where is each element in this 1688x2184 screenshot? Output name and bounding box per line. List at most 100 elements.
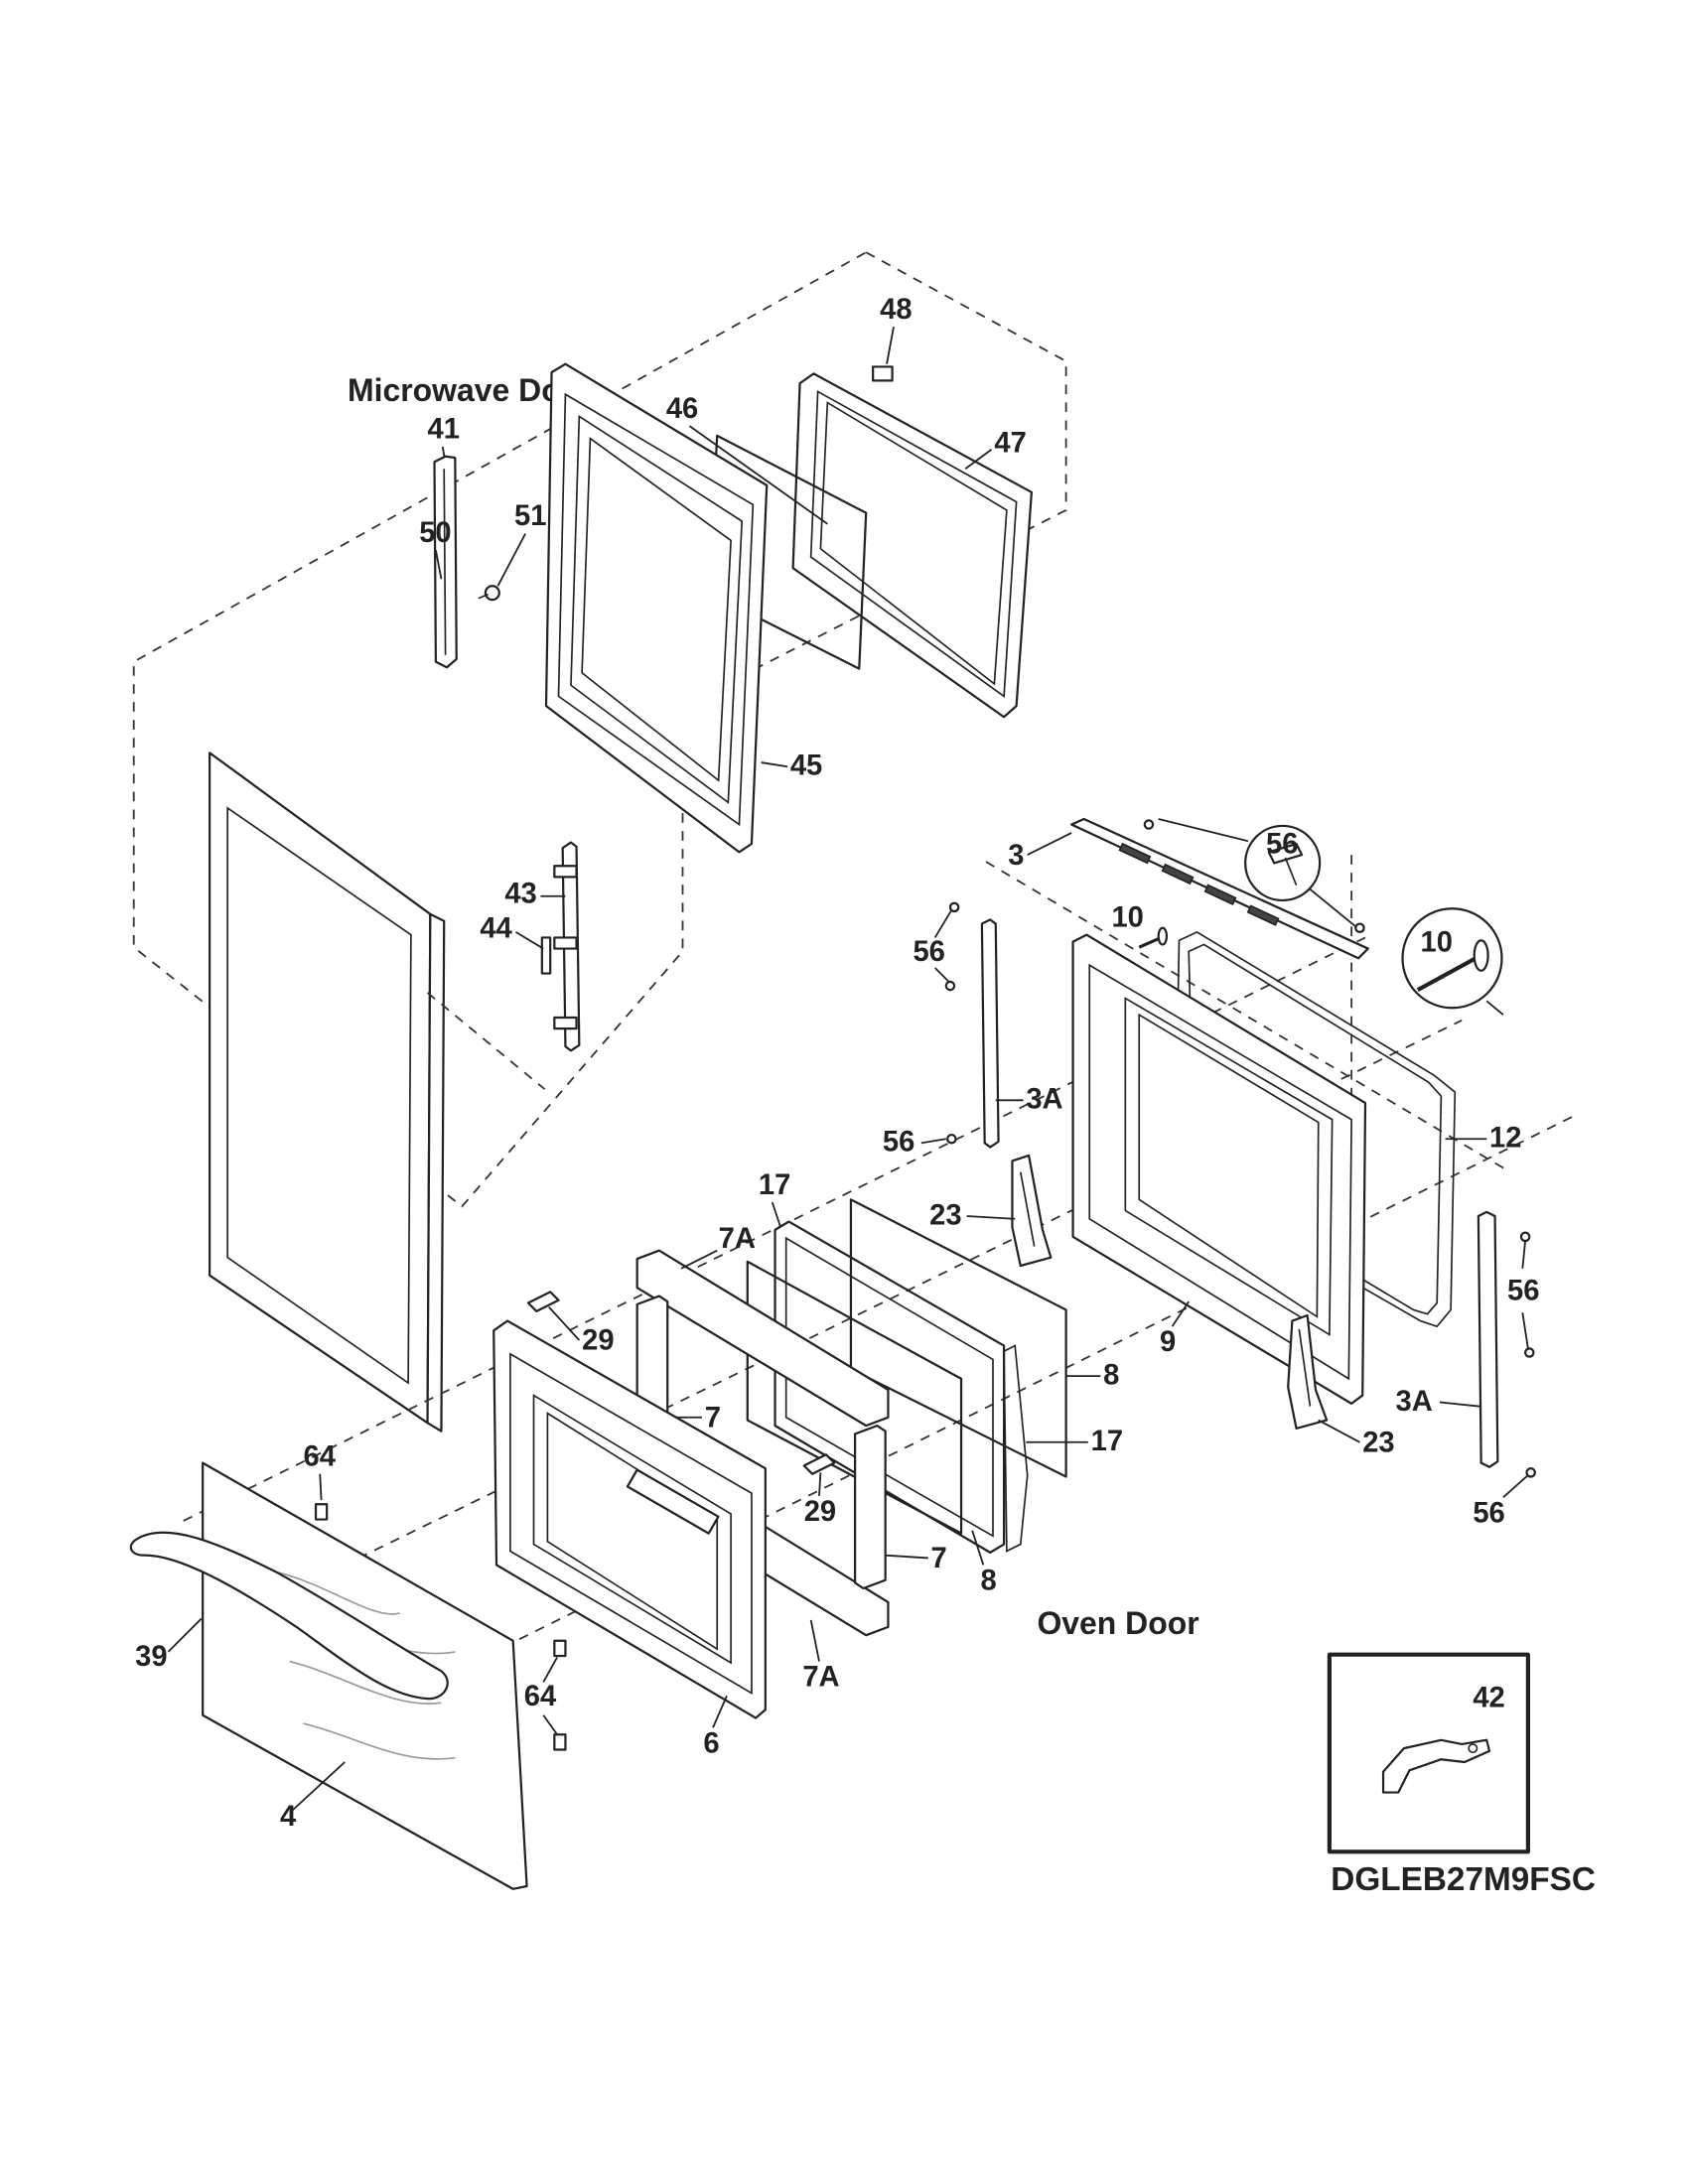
leader-29-upper: [548, 1306, 580, 1341]
part-29-spacer-upper: [526, 1291, 560, 1312]
screw-56-left-mid2: [946, 1133, 957, 1145]
part-64-bumper-lower-a: [553, 1639, 567, 1658]
assembly-axis-4: [985, 861, 1511, 1173]
leader-17-upper: [771, 1201, 781, 1228]
screw-56-top-a: [1143, 819, 1155, 830]
leader-47: [964, 449, 993, 470]
screw-56-left-top: [948, 901, 960, 913]
part-44-latch-spring: [540, 936, 552, 975]
part-8-glass-upper: [849, 1198, 1067, 1478]
part-43-latch: [553, 841, 581, 1052]
oven-door-title: Oven Door: [1037, 1605, 1198, 1641]
part-3a-right-trim: [1477, 1210, 1499, 1468]
part-7-insulation-lower: [854, 1425, 887, 1590]
leader-56-left-top-b: [934, 967, 950, 983]
part-56-screw-callout: [1244, 824, 1322, 902]
label-8-lower: 8: [981, 1565, 997, 1596]
leader-4: [291, 1761, 346, 1812]
label-44: 44: [480, 912, 512, 944]
assembly-line-mw-1: [426, 992, 546, 1090]
label-3a-left: 3A: [1026, 1084, 1062, 1116]
leader-3a-right: [1439, 1401, 1480, 1408]
leader-64-upper: [319, 1473, 323, 1501]
label-23-lower: 23: [1362, 1428, 1394, 1459]
label-64-upper: 64: [304, 1440, 337, 1472]
label-9: 9: [1160, 1326, 1176, 1358]
label-42: 42: [1473, 1682, 1504, 1713]
label-41: 41: [428, 414, 460, 446]
part-64-bumper-lower-b: [553, 1733, 567, 1751]
part-45-choke-frame: [544, 362, 769, 854]
part-41-microwave-outer-door: [208, 751, 446, 1433]
label-43: 43: [504, 879, 536, 910]
part-29-spacer-lower: [802, 1453, 836, 1475]
part-42-inset: [1327, 1652, 1530, 1854]
leader-50: [435, 549, 443, 580]
leader-44: [514, 931, 544, 950]
leader-10-callout: [1485, 1000, 1504, 1016]
label-56-left-mid: 56: [883, 1127, 914, 1159]
leader-7a-upper: [680, 1249, 718, 1270]
part-39-handle: [129, 1531, 449, 1701]
label-56-left-top: 56: [913, 936, 944, 968]
screw-56-right-bottom: [1525, 1467, 1536, 1478]
label-47: 47: [994, 428, 1026, 460]
label-7-lower: 7: [931, 1543, 947, 1574]
label-4: 4: [280, 1801, 297, 1833]
part-10-bolt-callout: [1401, 907, 1503, 1010]
leader-45: [761, 761, 788, 768]
leader-23-upper: [966, 1215, 1016, 1220]
screw-56-right-a: [1519, 1231, 1531, 1243]
label-17-lower: 17: [1091, 1426, 1123, 1457]
part-48-clip: [872, 365, 894, 382]
leader-56-right-bottom: [1502, 1474, 1529, 1499]
label-17-upper: 17: [759, 1169, 790, 1201]
label-7a-upper: 7A: [719, 1223, 756, 1255]
screw-56-top-b: [1354, 922, 1365, 933]
leader-3: [1027, 832, 1072, 856]
leader-29-lower: [818, 1472, 822, 1496]
part-6-door-liner: [492, 1319, 767, 1719]
part-51-screw: [478, 585, 500, 602]
label-56-callout: 56: [1266, 829, 1298, 861]
model-number: DGLEB27M9FSC: [1331, 1861, 1596, 1898]
leader-7a-lower: [809, 1619, 820, 1662]
screw-56-left-mid: [944, 980, 956, 992]
label-56-right-mid: 56: [1507, 1276, 1539, 1307]
part-9-inner-door: [1071, 933, 1367, 1405]
label-50: 50: [419, 517, 451, 549]
label-56-right-bottom: 56: [1473, 1497, 1504, 1529]
leader-8-lower: [971, 1530, 985, 1566]
label-3: 3: [1008, 840, 1024, 872]
label-64-lower: 64: [524, 1681, 557, 1712]
leader-9: [1171, 1300, 1190, 1327]
leader-56-callout-b: [1309, 888, 1356, 928]
leader-64-lower-a: [542, 1657, 558, 1683]
label-10-callout: 10: [1421, 926, 1453, 958]
part-3-top-trim: [1070, 817, 1369, 960]
leader-7-lower: [885, 1554, 928, 1560]
label-3a-right: 3A: [1396, 1386, 1433, 1418]
part-17-glass-lower: [1003, 1344, 1029, 1553]
leader-56-callout-a: [1158, 818, 1249, 843]
leader-56-right-mid-a: [1521, 1240, 1527, 1269]
leader-56-right-mid-b: [1521, 1312, 1529, 1349]
part-23-hinge-upper: [1011, 1154, 1053, 1268]
part-10-bolt: [1138, 926, 1169, 949]
label-29-lower: 29: [804, 1496, 836, 1528]
leader-51: [496, 533, 526, 587]
leader-64-lower-b: [542, 1714, 558, 1735]
label-48: 48: [880, 294, 912, 326]
label-39: 39: [135, 1641, 167, 1673]
part-8-glass-lower: [746, 1260, 963, 1535]
part-3a-left-trim: [980, 918, 1000, 1149]
leader-56-left-mid: [920, 1138, 946, 1145]
leader-56-left-top-a: [933, 909, 953, 938]
microwave-door-boundary: [132, 251, 1067, 1208]
label-45: 45: [790, 751, 822, 782]
label-8-upper: 8: [1103, 1359, 1119, 1391]
leader-46: [688, 425, 828, 525]
part-50-hinge-bar: [433, 455, 458, 669]
label-29-upper: 29: [582, 1325, 614, 1357]
